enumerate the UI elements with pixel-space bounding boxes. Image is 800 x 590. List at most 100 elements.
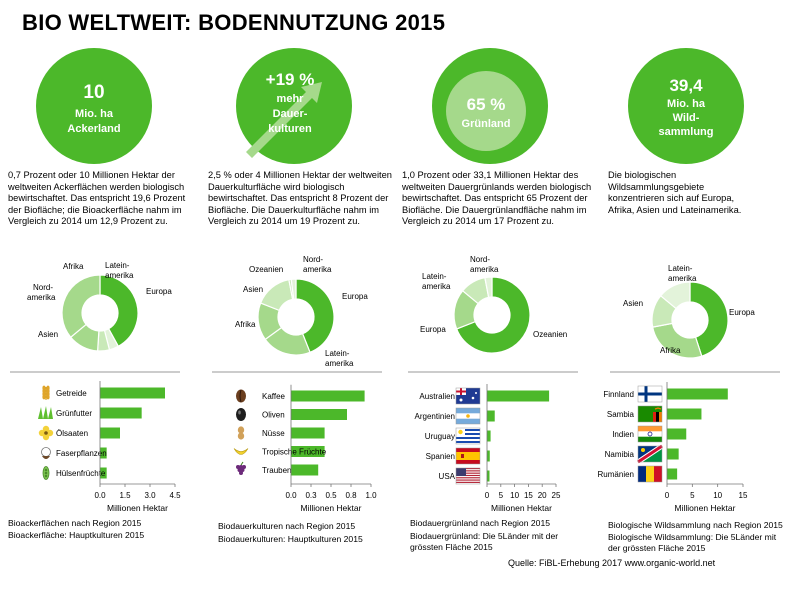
- pie-label: amerika: [303, 265, 332, 274]
- category-label: Argentinien: [415, 412, 455, 421]
- source-credit: Quelle: FiBL-Erhebung 2017 www.organic-w…: [508, 558, 716, 568]
- bubble-line: Ackerland: [67, 123, 120, 135]
- category-label: Finnland: [603, 390, 634, 399]
- category-label: Oliven: [262, 411, 285, 420]
- category-label: Indien: [612, 430, 634, 439]
- category-label: Tropische Früchte: [262, 448, 327, 457]
- tick-label: 5: [499, 491, 504, 500]
- pie-label: Latein-: [668, 264, 693, 273]
- tick-label: 3.0: [144, 491, 156, 500]
- flag-india-icon: [637, 425, 663, 443]
- bar: [667, 408, 702, 420]
- pie-label: Europa: [729, 308, 755, 317]
- pie-label: amerika: [470, 265, 499, 274]
- arrow-up-icon: [246, 82, 322, 158]
- category-label: Australien: [419, 392, 455, 401]
- panel-ackerland: 0,7 Prozent oder 10 Millionen Hektar der…: [8, 0, 198, 590]
- x-axis-label: Millionen Hektar: [491, 503, 552, 513]
- tick-label: 5: [690, 491, 695, 500]
- category-label: Spanien: [426, 452, 455, 461]
- tick-label: 0.8: [345, 491, 357, 500]
- category-label: Ölsaaten: [56, 429, 88, 438]
- flower-icon: [38, 425, 54, 441]
- tick-label: 15: [739, 491, 748, 500]
- flag-spain-icon: [455, 447, 481, 465]
- flag-finland-icon: [637, 385, 663, 403]
- pie-labels-dauerkulturen: Europa Latein- amerika Afrika Asien Ozea…: [235, 255, 368, 368]
- bar-caption: Biodauergrünland: Die 5Länder mit der gr…: [410, 531, 559, 552]
- pie-label: Asien: [623, 299, 643, 308]
- tick-label: 0.3: [305, 491, 317, 500]
- x-axis-label: Millionen Hektar: [301, 503, 362, 513]
- bar: [100, 427, 120, 439]
- cotton-icon: [41, 447, 51, 459]
- coffee-bean-icon: [236, 389, 246, 403]
- pie-labels-gruenland: Ozeanien Europa Latein- amerika Nord- am…: [420, 255, 567, 339]
- bar: [100, 407, 142, 419]
- x-axis-label: Millionen Hektar: [107, 503, 168, 513]
- bar: [487, 430, 491, 442]
- bar: [487, 470, 490, 482]
- bar: [487, 390, 550, 402]
- flag-australia-icon: [455, 387, 481, 405]
- pie-label: Afrika: [660, 346, 681, 355]
- bubble-line: +19 %: [266, 70, 315, 89]
- grass-icon: [38, 406, 53, 419]
- grain-icon: [42, 385, 50, 400]
- bar: [100, 447, 107, 459]
- pie-slice-lateinamerika: [659, 281, 691, 310]
- panel-description: 1,0 Prozent oder 33,1 Millionen Hektar d…: [402, 170, 592, 227]
- pie-label: Ozeanien: [249, 265, 283, 274]
- pie-slice-asien: [61, 274, 101, 339]
- pie-label: Nord-: [303, 255, 323, 264]
- bar-caption: Bioackerfläche: Hauptkulturen 2015: [8, 530, 145, 540]
- tick-label: 4.5: [169, 491, 181, 500]
- pie-caption: Bioackerflächen nach Region 2015: [8, 518, 142, 528]
- bar: [667, 448, 679, 460]
- pie-caption: Biodauerkulturen nach Region 2015: [218, 521, 356, 531]
- category-label: Nüsse: [262, 429, 285, 438]
- panel-wildsammlung: Die biologischen Wildsammlungsgebiete ko…: [608, 0, 798, 590]
- bar: [291, 409, 347, 420]
- tick-label: 10: [510, 491, 519, 500]
- bubble-line: mehr: [277, 93, 305, 105]
- pie-label: amerika: [668, 274, 697, 283]
- bar: [667, 388, 728, 400]
- tick-label: 15: [524, 491, 533, 500]
- pie-caption: Biologische Wildsammlung nach Region 201…: [608, 520, 783, 530]
- pie-chart-wildsammlung: [651, 281, 729, 359]
- grapes-icon: [236, 461, 246, 475]
- pie-labels-ackerland: Europa Latein- amerika Afrika Nord- amer…: [27, 261, 172, 339]
- flag-zambia-icon: [637, 405, 663, 423]
- pie-slice-europa: [295, 278, 335, 354]
- flag-usa-icon: [455, 467, 481, 485]
- tick-label: 25: [552, 491, 561, 500]
- bar: [667, 468, 678, 480]
- bubble-line: kulturen: [268, 123, 312, 135]
- infographic-title: BIO WELTWEIT: BODENNUTZUNG 2015: [22, 10, 446, 35]
- panel-description: Die biologischen Wildsammlungsgebiete ko…: [608, 170, 742, 215]
- x-axis-label: Millionen Hektar: [675, 503, 736, 513]
- bar-chart-ackerland: GetreideGrünfutterÖlsaatenFaserpflanzenH…: [38, 381, 181, 513]
- category-label: Namibia: [605, 450, 635, 459]
- pie-slice-europa: [689, 281, 729, 357]
- bubble-ackerland: 10 Mio. ha Ackerland: [36, 48, 152, 164]
- panel-description: 0,7 Prozent oder 10 Millionen Hektar der…: [8, 170, 186, 227]
- tick-label: 20: [538, 491, 547, 500]
- pie-slice-nordamerika: [290, 278, 297, 300]
- pie-slice-europa: [99, 274, 139, 348]
- pie-labels-wildsammlung: Europa Afrika Asien Latein- amerika: [623, 264, 755, 355]
- bar: [291, 446, 325, 457]
- flag-uruguay-icon: [455, 427, 481, 445]
- peanut-icon: [237, 426, 245, 440]
- pie-slice-ozeanien: [455, 276, 531, 354]
- category-label: USA: [439, 472, 456, 481]
- pie-label: Nord-: [33, 283, 53, 292]
- category-label: Kaffee: [262, 392, 286, 401]
- bubble-line: Wild-: [673, 112, 700, 124]
- bar-caption: Biodauerkulturen: Hauptkulturen 2015: [218, 534, 363, 544]
